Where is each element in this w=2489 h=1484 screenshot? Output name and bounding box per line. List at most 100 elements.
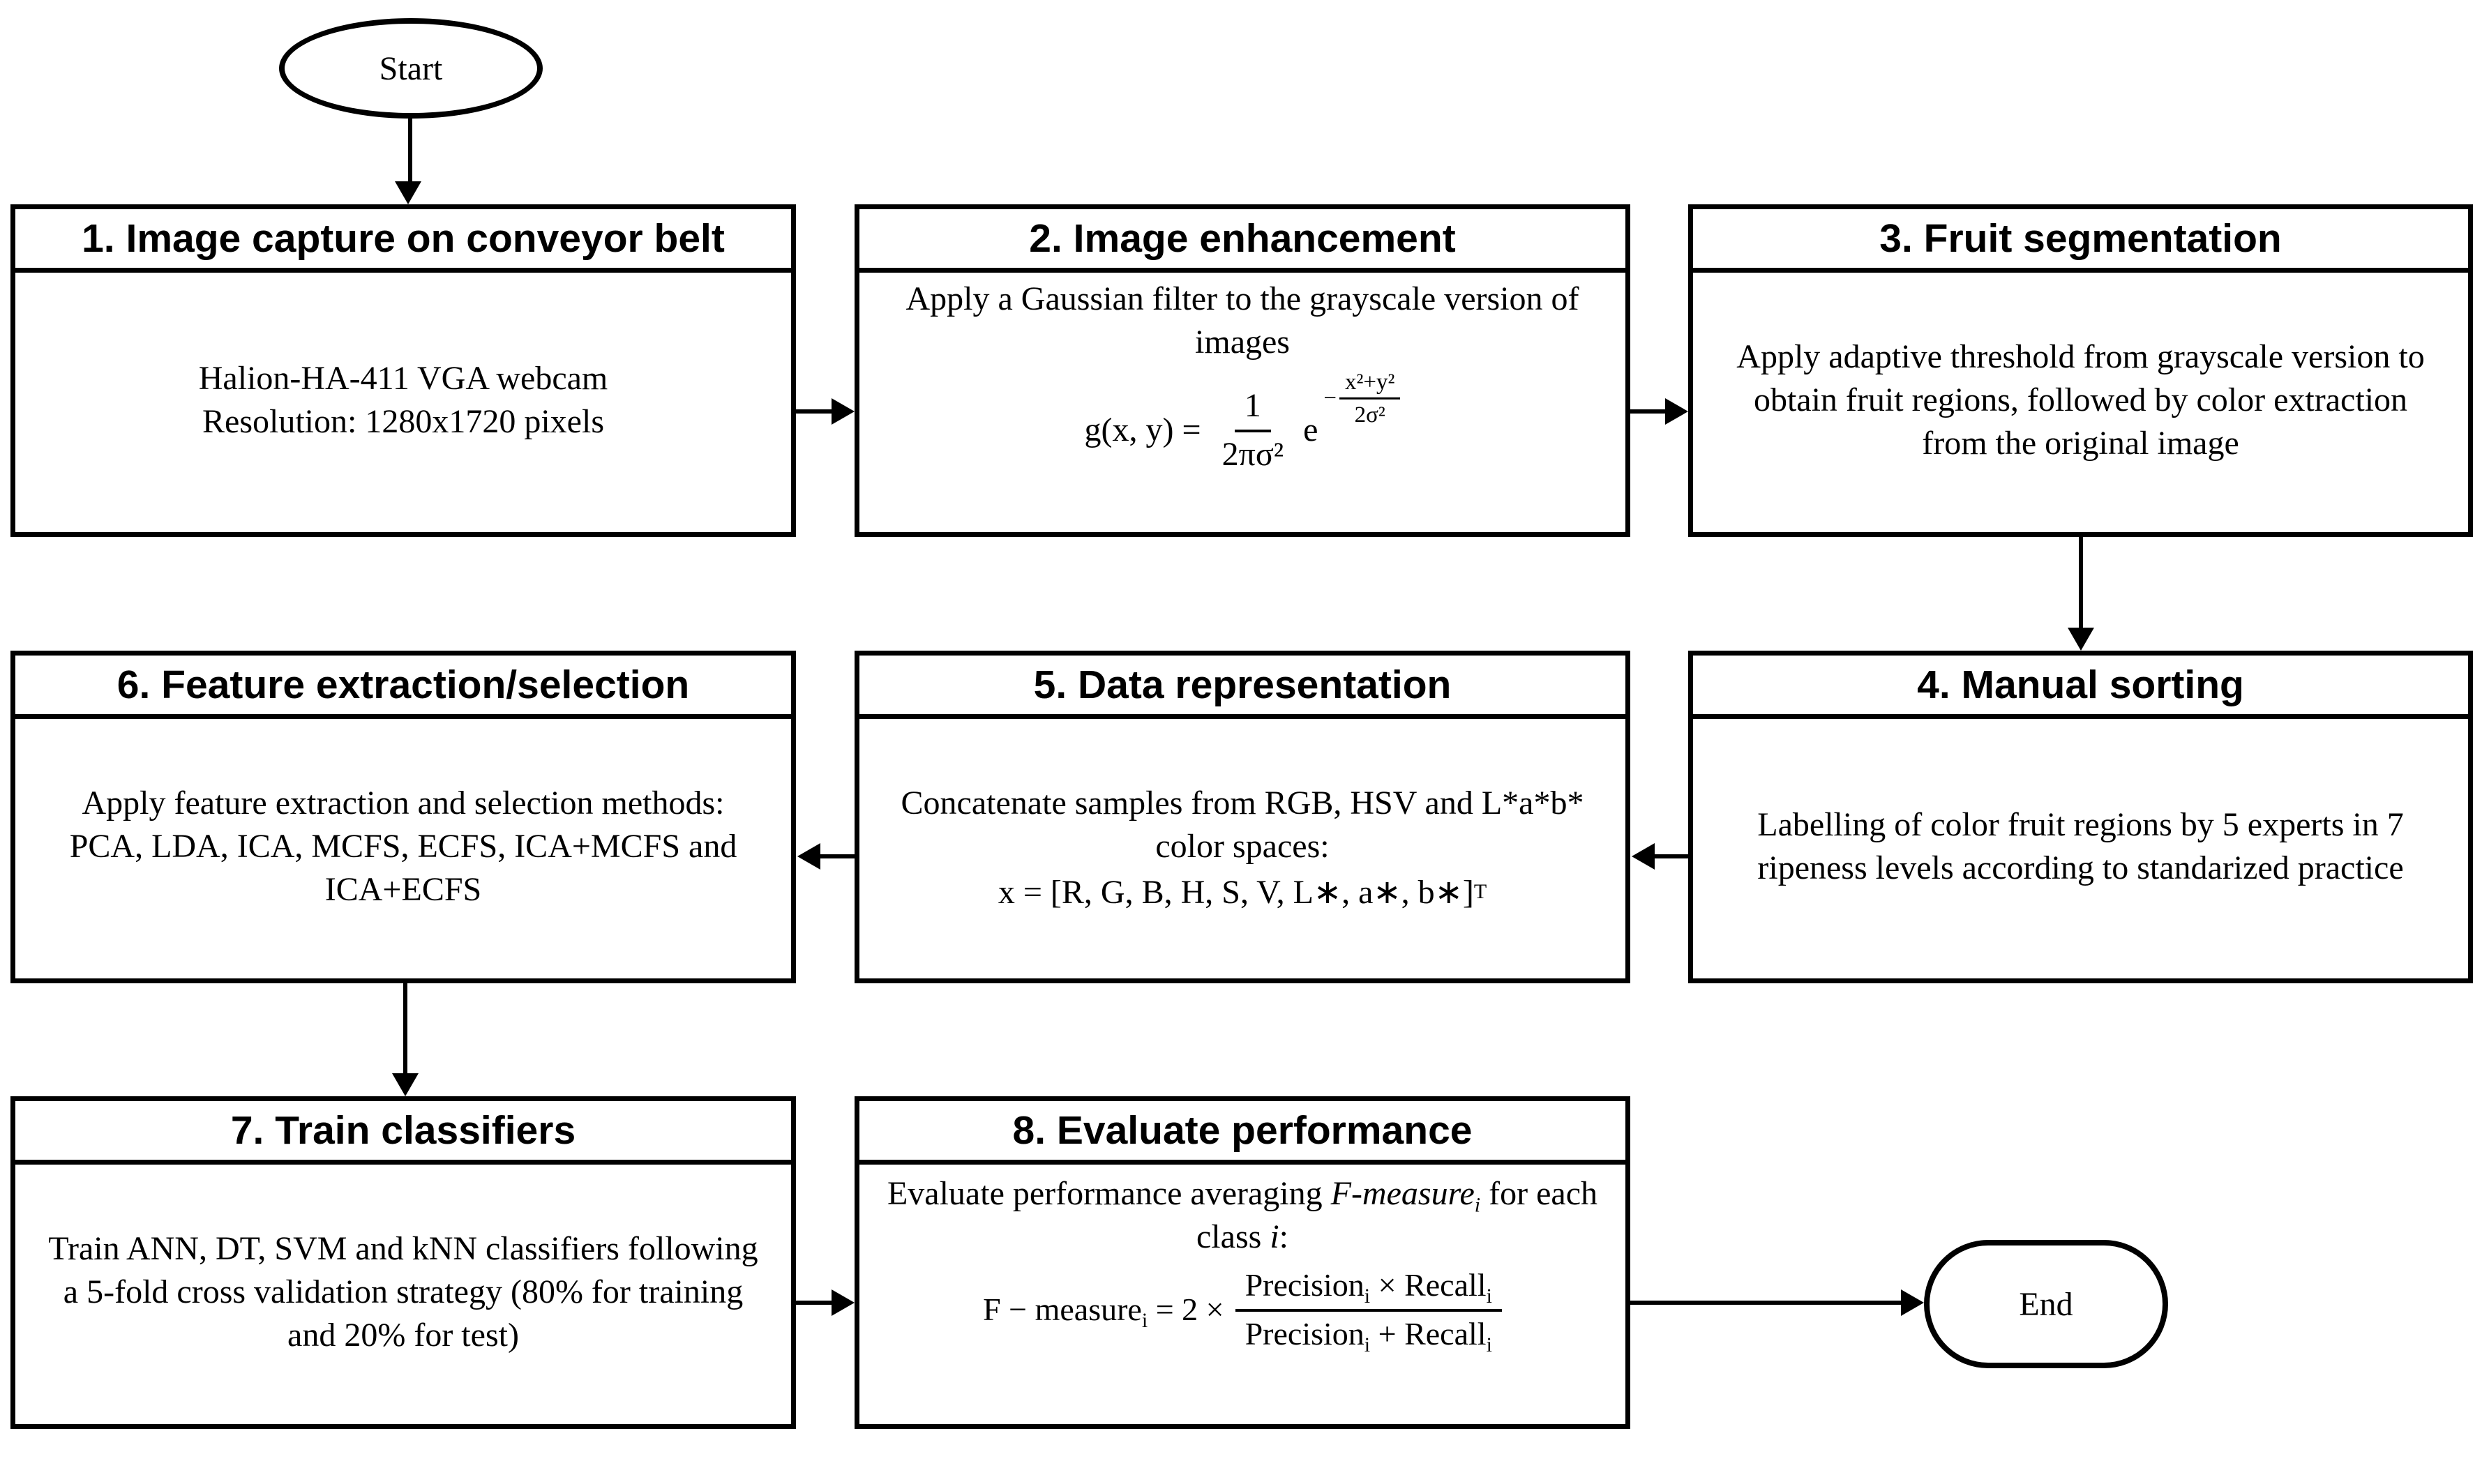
formula-sub-i: i <box>1141 1308 1148 1332</box>
arrow-box1-to-box2-head <box>832 398 855 425</box>
desc-text: for each <box>1480 1175 1598 1212</box>
box-6-body: Apply feature extraction and selection m… <box>15 714 791 978</box>
arrow-box2-to-box3-head <box>1665 398 1688 425</box>
arrow-box5-to-box6-head <box>797 843 820 870</box>
formula-exponent: − x²+y² 2σ² <box>1323 368 1401 428</box>
text-line: Labelling of color fruit regions by 5 ex… <box>1757 805 2404 843</box>
arrow-box4-to-box5-head <box>1632 843 1655 870</box>
text-line: Train ANN, DT, SVM and kNN classifiers f… <box>48 1229 758 1267</box>
end-label: End <box>2019 1285 2073 1323</box>
box-2-title: 2. Image enhancement <box>859 209 1625 273</box>
formula-lhs-text: F − measure <box>983 1291 1142 1327</box>
arrow-box4-to-box5-line <box>1655 854 1688 858</box>
arrow-box1-to-box2-line <box>796 409 834 414</box>
arrow-box2-to-box3-line <box>1630 409 1667 414</box>
sub-i: i <box>1364 1285 1371 1308</box>
exponent-denominator: 2σ² <box>1354 402 1385 427</box>
fraction-numerator: 1 <box>1234 385 1271 432</box>
text-line: ripeness levels according to standarized… <box>1757 849 2404 886</box>
recall-term: Recall <box>1404 1316 1487 1352</box>
box-4-title: 4. Manual sorting <box>1693 656 2468 719</box>
box-3-fruit-segmentation: 3. Fruit segmentation Apply adaptive thr… <box>1688 204 2473 537</box>
box-2-image-enhancement: 2. Image enhancement Apply a Gaussian fi… <box>855 204 1630 537</box>
box-5-title: 5. Data representation <box>859 656 1625 719</box>
recall-term: Recall <box>1404 1267 1487 1303</box>
text-line: Apply feature extraction and selection m… <box>82 784 725 821</box>
formula-body: x = [R, G, B, H, S, V, L∗, a∗, b∗] <box>998 873 1474 911</box>
arrow-box6-to-box7-line <box>403 983 407 1074</box>
start-label: Start <box>379 50 443 87</box>
text-line: and 20% for test) <box>287 1316 519 1354</box>
box-3-title: 3. Fruit segmentation <box>1693 209 2468 273</box>
exponent-fraction: x²+y² 2σ² <box>1339 368 1401 428</box>
f-measure-formula: F − measurei = 2 × Precisioni × Recalli … <box>983 1264 1502 1357</box>
sub-i: i <box>1486 1285 1492 1308</box>
box-8-body: Evaluate performance averaging F-measure… <box>859 1160 1625 1424</box>
box-5-body: Concatenate samples from RGB, HSV and L*… <box>859 714 1625 978</box>
fraction-denominator: Precisioni + Recalli <box>1235 1312 1502 1357</box>
box-7-train-classifiers: 7. Train classifiers Train ANN, DT, SVM … <box>10 1096 796 1429</box>
arrow-box8-to-end-head <box>1901 1289 1924 1316</box>
box-1-title: 1. Image capture on conveyor belt <box>15 209 791 273</box>
box-1-image-capture: 1. Image capture on conveyor belt Halion… <box>10 204 796 537</box>
desc-class-i: i <box>1270 1218 1279 1255</box>
precision-term: Precision <box>1244 1316 1364 1352</box>
box-4-body: Labelling of color fruit regions by 5 ex… <box>1693 714 2468 978</box>
exponent-sign: − <box>1323 385 1337 411</box>
arrow-start-to-box1-head <box>395 181 421 204</box>
desc-sub-i: i <box>1474 1193 1481 1217</box>
text-line: a 5-fold cross validation strategy (80% … <box>63 1273 744 1310</box>
sub-i: i <box>1364 1333 1371 1357</box>
text-line: Apply adaptive threshold from grayscale … <box>1736 338 2425 375</box>
start-node: Start <box>279 18 543 119</box>
arrow-start-to-box1-line <box>408 119 412 183</box>
box-1-body: Halion-HA-411 VGA webcam Resolution: 128… <box>15 268 791 532</box>
arrow-box8-to-end-line <box>1630 1301 1902 1305</box>
text-line: color spaces: <box>1155 827 1330 865</box>
box-4-manual-sorting: 4. Manual sorting Labelling of color fru… <box>1688 651 2473 983</box>
arrow-box3-to-box4-line <box>2079 537 2083 629</box>
fraction-numerator: Precisioni × Recalli <box>1235 1264 1502 1312</box>
fraction: 1 2πσ² <box>1212 385 1294 474</box>
text-line: Concatenate samples from RGB, HSV and L*… <box>901 784 1584 821</box>
desc-text: : <box>1279 1218 1288 1255</box>
arrow-box5-to-box6-line <box>820 854 855 858</box>
desc-text: class <box>1196 1218 1270 1255</box>
box-6-title: 6. Feature extraction/selection <box>15 656 791 719</box>
plus-operator: + <box>1370 1316 1405 1352</box>
box-6-feature-extraction: 6. Feature extraction/selection Apply fe… <box>10 651 796 983</box>
text-line: images <box>1195 324 1290 361</box>
box-3-body: Apply adaptive threshold from grayscale … <box>1693 268 2468 532</box>
formula-base-e: e <box>1303 411 1318 448</box>
fraction-denominator: 2πσ² <box>1221 436 1284 473</box>
text-line: ICA+ECFS <box>324 870 482 908</box>
text-line: Apply a Gaussian filter to the grayscale… <box>905 280 1579 317</box>
box-2-body: Apply a Gaussian filter to the grayscale… <box>859 268 1625 532</box>
text-line: Halion-HA-411 VGA webcam <box>198 359 608 397</box>
text-line: obtain fruit regions, followed by color … <box>1753 381 2408 418</box>
box-5-data-representation: 5. Data representation Concatenate sampl… <box>855 651 1630 983</box>
gaussian-filter-formula: g(x, y) = 1 2πσ² e − x²+y² 2σ² <box>1084 369 1401 474</box>
times-operator: × <box>1370 1267 1405 1303</box>
box-7-title: 7. Train classifiers <box>15 1101 791 1165</box>
precision-term: Precision <box>1244 1267 1364 1303</box>
text-line: Resolution: 1280x1720 pixels <box>202 402 604 440</box>
arrow-box7-to-box8-head <box>832 1289 855 1316</box>
text-line: PCA, LDA, ICA, MCFS, ECFS, ICA+MCFS and <box>69 827 737 865</box>
formula-lhs: F − measurei = 2 × <box>983 1291 1224 1331</box>
arrow-box7-to-box8-line <box>796 1301 834 1305</box>
box-8-evaluate-performance: 8. Evaluate performance Evaluate perform… <box>855 1096 1630 1429</box>
arrow-box3-to-box4-head <box>2068 628 2094 651</box>
sub-i: i <box>1486 1333 1492 1357</box>
fraction: Precisioni × Recalli Precisioni + Recall… <box>1235 1264 1502 1357</box>
desc-fmeasure: F-measure <box>1330 1175 1475 1212</box>
exponent-numerator: x²+y² <box>1339 368 1401 400</box>
text-line: from the original image <box>1922 424 2239 462</box>
box-8-title: 8. Evaluate performance <box>859 1101 1625 1165</box>
desc-text: Evaluate performance averaging <box>887 1175 1331 1212</box>
box-7-body: Train ANN, DT, SVM and kNN classifiers f… <box>15 1160 791 1424</box>
feature-vector-formula: x = [R, G, B, H, S, V, L∗, a∗, b∗]T <box>998 873 1487 911</box>
end-node: End <box>1924 1240 2168 1368</box>
formula-lhs: g(x, y) = <box>1084 411 1201 448</box>
